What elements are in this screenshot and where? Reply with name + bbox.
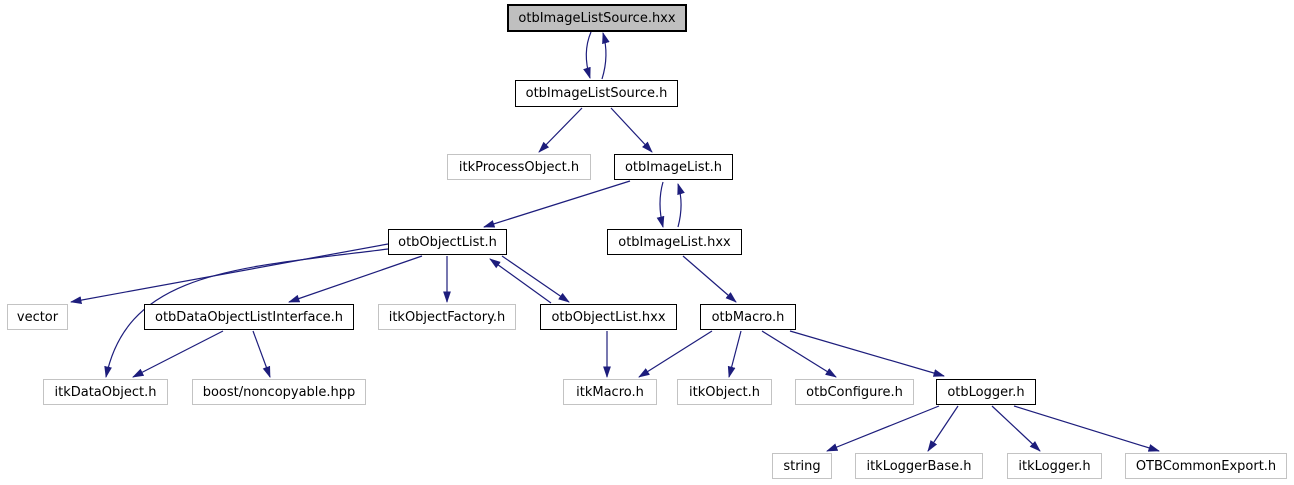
node-itkobjectfactory-h: itkObjectFactory.h bbox=[378, 304, 516, 330]
node-otbimagelistsource-hxx: otbImageListSource.hxx bbox=[507, 4, 687, 32]
edge-otbLogger.h-to-itkLogger.h bbox=[991, 405, 1041, 452]
node-otbimagelist-h[interactable]: otbImageList.h bbox=[614, 154, 733, 180]
node-otblogger-h[interactable]: otbLogger.h bbox=[936, 379, 1036, 405]
edge-otbImageList.hxx-to-otbMacro.h bbox=[682, 255, 737, 303]
node-otbimagelistsource-h[interactable]: otbImageListSource.h bbox=[515, 80, 678, 107]
edge-otbDataObjectListInterface.h-to-boost-noncopyable.hpp bbox=[252, 330, 271, 378]
edge-otbLogger.h-to-itkLoggerBase.h bbox=[927, 405, 959, 452]
edge-otbMacro.h-to-itkObject.h bbox=[727, 330, 742, 378]
edge-otbImageListSource.h-to-itkProcessObject.h bbox=[538, 107, 583, 153]
edge-otbMacro.h-to-otbConfigure.h bbox=[761, 330, 837, 378]
edge-otbImageList.h-to-otbObjectList.h bbox=[483, 180, 631, 228]
edge-otbMacro.h-to-itkMacro.h bbox=[638, 330, 713, 378]
edge-otbLogger.h-to-string bbox=[826, 405, 940, 452]
node-itkdataobject-h: itkDataObject.h bbox=[43, 379, 168, 405]
edge-otbImageList.h-to-otbImageList.hxx bbox=[656, 181, 665, 228]
edge-otbObjectList.h-to-otbObjectList.hxx bbox=[501, 255, 570, 303]
edge-otbObjectList.h-to-itkDataObject.h bbox=[104, 248, 389, 378]
node-otbobjectlist-hxx[interactable]: otbObjectList.hxx bbox=[540, 304, 677, 330]
node-vector: vector bbox=[7, 304, 68, 330]
edge-otbImageListSource.h-to-otbImageList.h bbox=[610, 107, 653, 153]
node-otbdataobjectlistinterface-h[interactable]: otbDataObjectListInterface.h bbox=[144, 304, 354, 330]
node-itklogger-h: itkLogger.h bbox=[1007, 453, 1102, 479]
edge-otbObjectList.hxx-to-otbObjectList.h bbox=[489, 258, 552, 304]
node-boost-noncopyable-hpp: boost/noncopyable.hpp bbox=[192, 379, 366, 405]
node-otbcommonexport-h: OTBCommonExport.h bbox=[1125, 453, 1287, 479]
edge-otbMacro.h-to-otbLogger.h bbox=[789, 330, 945, 377]
edge-otbDataObjectListInterface.h-to-itkDataObject.h bbox=[132, 330, 224, 378]
edge-otbImageListSource.h-to-otbImageListSource.hxx bbox=[601, 32, 610, 80]
node-otbimagelist-hxx[interactable]: otbImageList.hxx bbox=[607, 229, 742, 255]
edge-otbObjectList.h-to-otbDataObjectListInterface.h bbox=[288, 255, 423, 303]
node-itkobject-h: itkObject.h bbox=[677, 379, 772, 405]
edge-otbImageListSource.hxx-to-otbImageListSource.h bbox=[583, 31, 592, 79]
node-itkmacro-h: itkMacro.h bbox=[563, 379, 657, 405]
node-itkloggerbase-h: itkLoggerBase.h bbox=[855, 453, 983, 479]
node-string: string bbox=[772, 453, 832, 479]
node-otbconfigure-h: otbConfigure.h bbox=[795, 379, 914, 405]
edge-otbObjectList.h-to-vector bbox=[70, 243, 389, 304]
node-itkprocessobject-h: itkProcessObject.h bbox=[447, 154, 591, 180]
node-otbobjectlist-h[interactable]: otbObjectList.h bbox=[388, 229, 507, 255]
edge-otbLogger.h-to-OTBCommonExport.h bbox=[1013, 405, 1160, 452]
edge-otbImageList.hxx-to-otbImageList.h bbox=[677, 183, 685, 228]
node-otbmacro-h[interactable]: otbMacro.h bbox=[700, 304, 796, 330]
